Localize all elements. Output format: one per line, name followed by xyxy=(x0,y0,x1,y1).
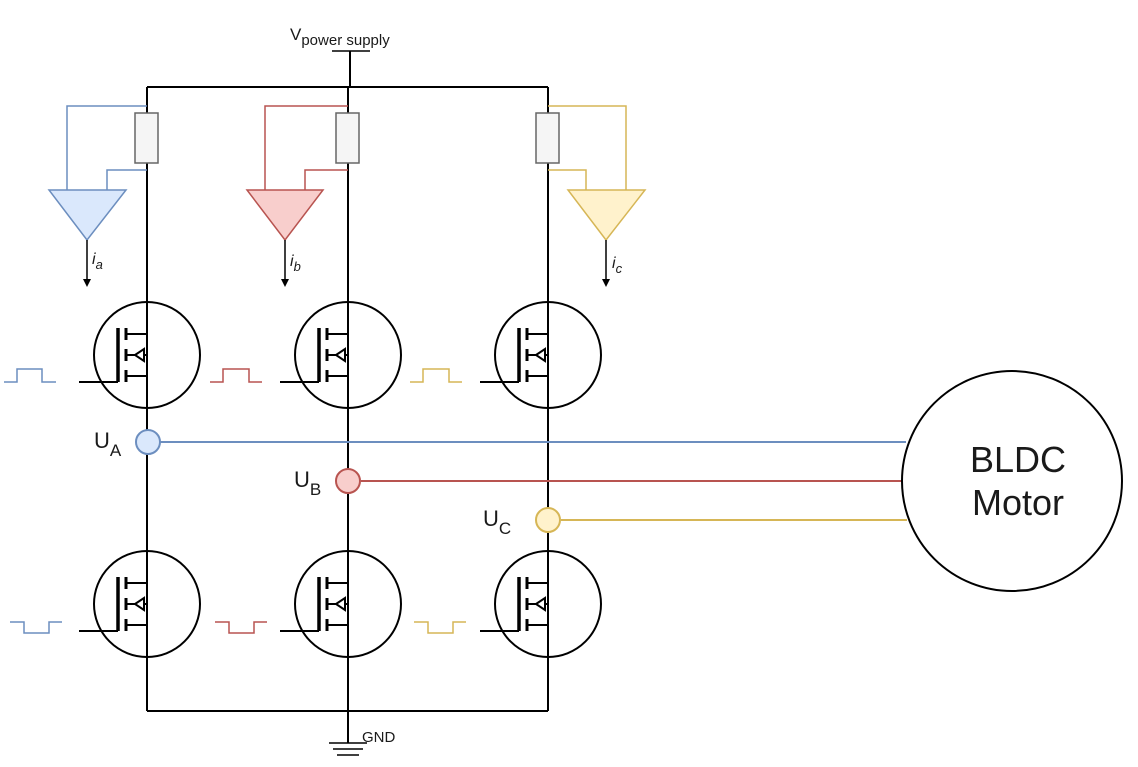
mosfet-high-b xyxy=(278,300,403,410)
sense-wire-b-bottom xyxy=(304,169,348,190)
motor-label-line2: Motor xyxy=(972,482,1064,523)
mosfet-low-a xyxy=(77,549,202,659)
supply-label: Vpower supply xyxy=(290,25,390,49)
sense-wire-a-bottom xyxy=(106,169,147,190)
mosfet-low-c xyxy=(478,549,603,659)
mosfet-low-b xyxy=(278,549,403,659)
phase-node-b xyxy=(335,468,361,494)
node-label-b: UB xyxy=(294,467,321,499)
node-label-c: UC xyxy=(483,506,511,538)
sense-amplifier-a xyxy=(47,189,128,242)
mosfet-high-c xyxy=(478,300,603,410)
sense-wire-a-top xyxy=(66,105,147,190)
sense-amplifier-c xyxy=(566,189,647,242)
pwm-signal-low-a xyxy=(10,621,62,634)
sense-amplifier-b xyxy=(245,189,325,242)
node-label-a: UA xyxy=(94,428,122,460)
shunt-resistor-a xyxy=(134,112,159,164)
motor-circle xyxy=(901,370,1123,592)
sense-wire-c-top xyxy=(548,105,627,190)
sense-wire-c-bottom xyxy=(548,169,587,190)
pwm-signal-low-c xyxy=(414,621,466,634)
phase-node-a xyxy=(135,429,161,455)
pwm-signal-high-c xyxy=(410,368,462,383)
phase-node-c xyxy=(535,507,561,533)
pwm-signal-high-a xyxy=(4,368,56,383)
current-label-b: ib xyxy=(290,253,301,274)
sense-wire-b-top xyxy=(264,105,348,190)
current-label-a: ia xyxy=(92,251,103,272)
ground-label: GND xyxy=(362,729,396,746)
motor-label-line1: BLDC xyxy=(970,439,1066,480)
current-label-c: ic xyxy=(612,255,623,276)
mosfet-high-a xyxy=(77,300,202,410)
pwm-signal-high-b xyxy=(210,368,262,383)
shunt-resistor-b xyxy=(335,112,360,164)
pwm-signal-low-b xyxy=(215,621,267,634)
shunt-resistor-c xyxy=(535,112,560,164)
